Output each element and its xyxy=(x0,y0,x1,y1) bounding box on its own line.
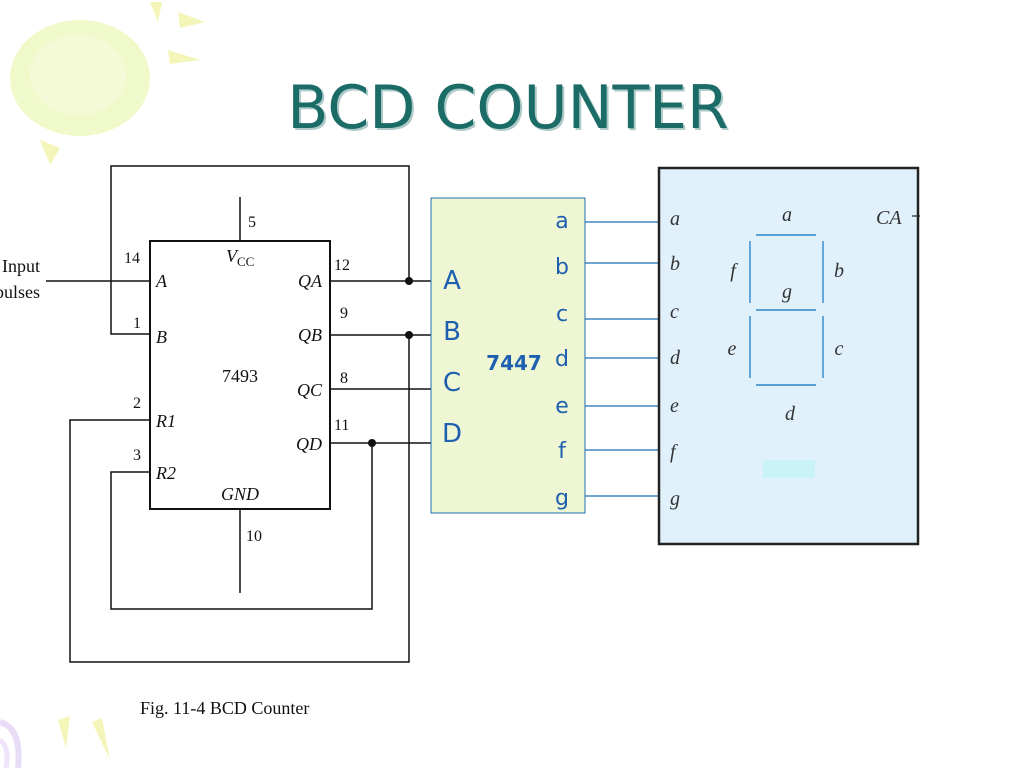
segment-label-a: a xyxy=(782,204,792,226)
pin-qc-number: 8 xyxy=(340,370,348,387)
figure-caption: Fig. 11-4 BCD Counter xyxy=(140,698,309,718)
input-label-line1: Input xyxy=(2,256,40,276)
display-type-label: CA xyxy=(876,207,902,229)
pin-a-label: A xyxy=(155,271,168,291)
pin-r2-number: 3 xyxy=(133,447,141,464)
pin-qa-number: 12 xyxy=(334,257,350,274)
input-label-line2: pulses xyxy=(0,282,40,302)
pin-gnd-number: 10 xyxy=(246,528,262,545)
decimal-highlight xyxy=(763,460,815,478)
segment-label-g: g xyxy=(782,281,792,303)
segment-label-f: f xyxy=(730,260,738,282)
decoder-input-a: A xyxy=(443,266,461,296)
pin-vcc-number: 5 xyxy=(248,214,256,231)
circuit-wires xyxy=(46,165,431,663)
pin-qb-number: 9 xyxy=(340,305,348,322)
segment-wires xyxy=(585,221,665,497)
pin-qd-label: QD xyxy=(296,434,322,454)
counter-chip-label: 7493 xyxy=(222,366,258,386)
display-pin-c: c xyxy=(670,301,679,323)
segment-label-b: b xyxy=(834,260,844,282)
decoder-output-f: f xyxy=(558,439,567,464)
gnd-label: GND xyxy=(221,484,259,504)
decoder-output-a: a xyxy=(555,209,568,234)
pin-r2-label: R2 xyxy=(155,463,176,483)
decoder-name: 7447 xyxy=(486,351,542,375)
decoder-output-e: e xyxy=(555,394,569,419)
segment-label-e: e xyxy=(728,338,737,360)
display-pin-f: f xyxy=(670,441,678,463)
decoder-output-g: g xyxy=(555,486,569,511)
seven-segment-display: CA a b c d e f g a f b g e c d xyxy=(657,166,920,546)
pin-qb-label: QB xyxy=(298,325,322,345)
pin-a-number: 14 xyxy=(124,250,140,267)
pin-qd-number: 11 xyxy=(334,417,349,434)
slide-title-text: BCD COUNTER xyxy=(287,73,728,143)
decoder-output-b: b xyxy=(555,255,569,280)
pin-r1-label: R1 xyxy=(155,411,176,431)
slide-title: BCD COUNTER xyxy=(289,75,730,145)
segment-label-c: c xyxy=(835,338,844,360)
pin-qc-label: QC xyxy=(297,380,323,400)
display-pin-b: b xyxy=(670,253,680,275)
decoder-input-c: C xyxy=(443,368,461,398)
display-pin-a: a xyxy=(670,208,680,230)
pin-b-label: B xyxy=(156,327,167,347)
decoder-input-b: B xyxy=(443,317,461,347)
decoder-7447: 7447 A B C D a b c d e f g xyxy=(430,197,586,514)
decoder-input-d: D xyxy=(442,419,462,449)
display-pin-d: d xyxy=(670,347,681,369)
pin-b-number: 1 xyxy=(133,315,141,332)
counter-7493: 7493 VCC GND A B R1 R2 QA QB QC QD 14 1 … xyxy=(0,214,350,545)
pin-r1-number: 2 xyxy=(133,395,141,412)
segment-label-d: d xyxy=(785,403,796,425)
digit-segments xyxy=(749,234,824,386)
flower-decoration xyxy=(0,716,110,768)
decoder-output-c: c xyxy=(556,302,568,327)
decoder-output-d: d xyxy=(555,347,569,372)
sun-decoration xyxy=(10,2,205,165)
vcc-label: VCC xyxy=(226,246,254,269)
pin-qa-label: QA xyxy=(298,271,323,291)
display-pin-e: e xyxy=(670,395,679,417)
display-pin-g: g xyxy=(670,488,680,510)
